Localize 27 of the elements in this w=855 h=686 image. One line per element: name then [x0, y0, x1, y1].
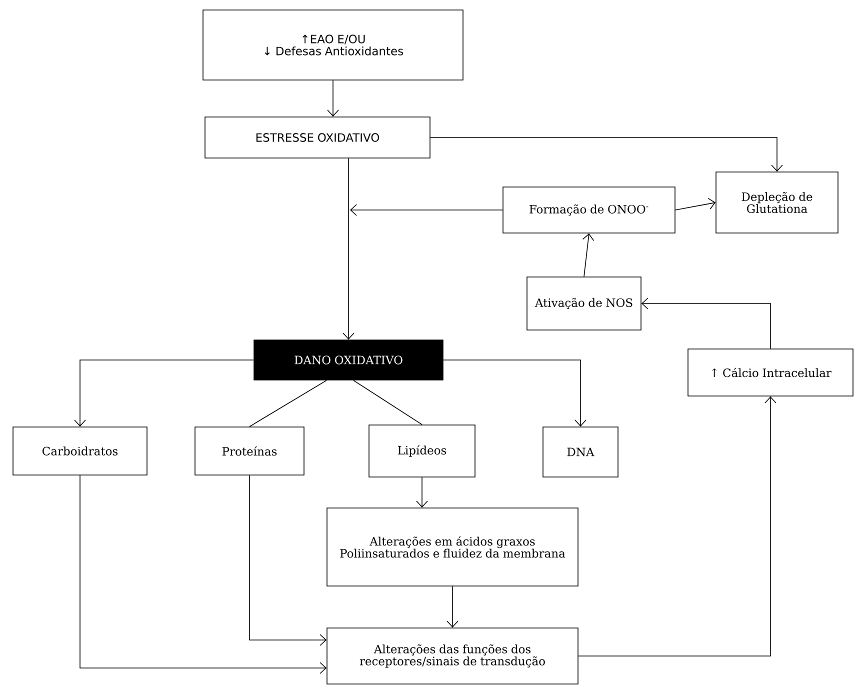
arrow — [342, 158, 354, 340]
arrow — [327, 80, 339, 117]
process-box: Alterações das funções dos receptores/sinais de transdução — [326, 628, 578, 684]
process-box: Lipídeos — [368, 424, 476, 478]
arrow — [641, 298, 771, 349]
process-box: ↑ Cálcio Intracelular — [688, 348, 854, 396]
process-box: ↑EAO E/OU ↓ Defesas Antioxidantes — [202, 10, 464, 80]
arrow — [80, 475, 327, 674]
arrow — [249, 475, 327, 646]
arrow — [675, 198, 716, 210]
process-box: DANO OXIDATIVO — [254, 340, 444, 380]
process-box: Ativação de NOS — [526, 276, 642, 330]
arrow — [350, 204, 503, 216]
arrow — [582, 233, 594, 277]
arrow — [443, 360, 586, 427]
arrow — [446, 586, 458, 628]
process-box: Depleção de Glutationa — [716, 172, 838, 234]
process-box: Proteínas — [194, 426, 304, 476]
arrow — [430, 137, 783, 172]
process-box: Formação de ONOO$^{-}$ — [502, 186, 676, 234]
arrow — [416, 477, 428, 508]
process-box: Carboidratos — [12, 426, 148, 476]
arrow — [578, 396, 776, 656]
process-box: DNA — [542, 426, 618, 478]
arrow — [74, 360, 254, 427]
process-box: Alterações em ácidos graxos Poliinsaturados e fluidez da membrana — [326, 508, 578, 586]
process-box: ESTRESSE OXIDATIVO — [204, 116, 430, 158]
